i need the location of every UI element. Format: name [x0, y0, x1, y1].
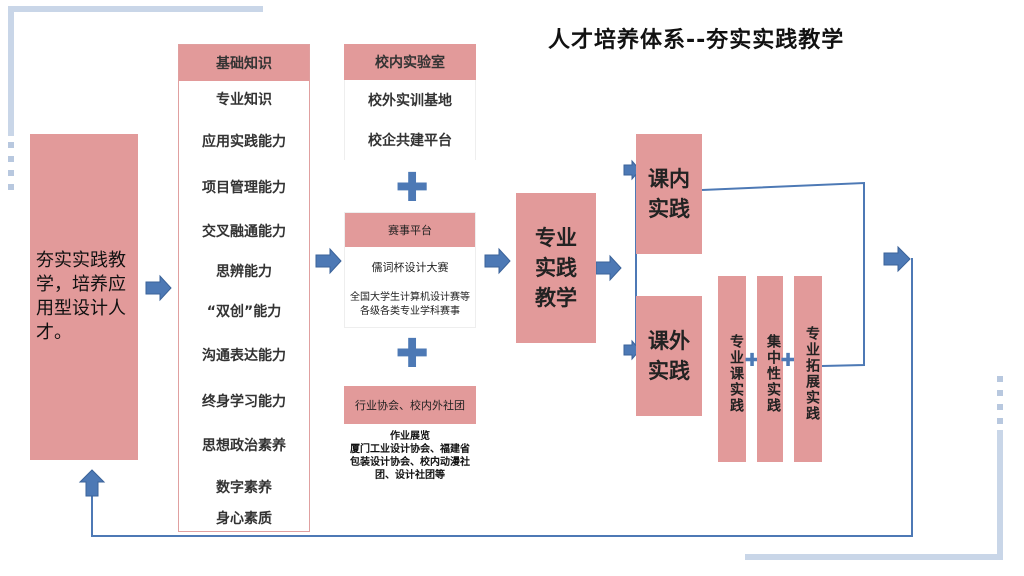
plus-icon: ✚: [395, 331, 429, 377]
practice-extension: 专业拓展实践: [794, 276, 822, 462]
ability-item: 沟通表达能力: [202, 348, 286, 364]
association-body: 作业展览 厦门工业设计协会、福建省包装设计协会、校内动漫社团、设计社团等: [350, 431, 470, 481]
arrow-right-icon: [883, 245, 911, 273]
plus-icon: ✚: [395, 165, 429, 211]
ability-item: 身心素质: [216, 511, 272, 527]
association-header: 行业协会、校内外社团: [344, 386, 476, 424]
inclass-route-line: [701, 181, 865, 367]
platform-coop: 校企共建平台: [344, 120, 476, 160]
decor-square: [8, 156, 14, 162]
arrow-up-icon: [78, 469, 106, 497]
center-box: 专业实践教学: [516, 193, 596, 343]
ability-item: 思想政治素养: [202, 438, 286, 454]
arrow-right-icon: [484, 247, 511, 275]
ability-item: 基础知识: [179, 45, 309, 81]
inclass-box: 课内实践: [636, 134, 702, 254]
decor-square: [997, 390, 1003, 396]
decor-square: [997, 418, 1003, 424]
practice-concentrated: 集中性实践: [757, 276, 783, 462]
decor-square: [997, 404, 1003, 410]
arrow-right-icon: [315, 247, 342, 275]
plus-icon: ✚: [744, 350, 760, 371]
center-label: 专业实践教学: [535, 226, 577, 310]
arrow-right-icon: [145, 274, 172, 302]
abilities-column: 基础知识 专业知识 应用实践能力 项目管理能力 交叉融通能力 思辨能力 “双创”…: [178, 44, 310, 532]
outclass-box: 课外实践: [636, 296, 702, 416]
goal-text: 夯实实践教学，培养应用型设计人才。: [36, 250, 126, 343]
ability-item: 思辨能力: [216, 264, 272, 280]
arrow-right-icon: [595, 254, 622, 282]
competition-item-2: 全国大学生计算机设计赛等各级各类专业学科赛事: [349, 285, 471, 325]
ability-item: 应用实践能力: [202, 134, 286, 150]
decor-bottom-bar: [745, 554, 1003, 560]
ability-item: 专业知识: [216, 92, 272, 108]
decor-top-bar: [8, 6, 263, 12]
decor-square: [997, 376, 1003, 382]
competition-header: 赛事平台: [345, 213, 475, 247]
ability-item: 终身学习能力: [202, 394, 286, 410]
ability-item: 交叉融通能力: [202, 224, 286, 240]
decor-left-bar: [8, 6, 14, 136]
platform-lab: 校内实验室: [344, 44, 476, 80]
inclass-label: 课内实践: [648, 167, 690, 221]
competition-block: 赛事平台 儒词杯设计大赛 全国大学生计算机设计赛等各级各类专业学科赛事: [344, 212, 476, 328]
plus-icon: ✚: [780, 350, 796, 371]
goal-box: 夯实实践教学，培养应用型设计人才。: [30, 134, 138, 460]
outclass-label: 课外实践: [648, 329, 690, 383]
practice-course: 专业课实践: [718, 276, 746, 462]
decor-square: [8, 170, 14, 176]
decor-square: [8, 184, 14, 190]
platform-base: 校外实训基地: [344, 80, 476, 120]
ability-item: 数字素养: [216, 480, 272, 496]
decor-square: [8, 142, 14, 148]
ability-item: 项目管理能力: [202, 180, 286, 196]
feedback-loop-line: [91, 258, 913, 537]
decor-right-bar: [997, 430, 1003, 560]
ability-item: “双创”能力: [206, 304, 282, 320]
association-block: 行业协会、校内外社团 作业展览 厦门工业设计协会、福建省包装设计协会、校内动漫社…: [344, 386, 476, 510]
page-title: 人才培养体系--夯实实践教学: [548, 28, 845, 53]
competition-item-1: 儒词杯设计大赛: [345, 249, 475, 285]
